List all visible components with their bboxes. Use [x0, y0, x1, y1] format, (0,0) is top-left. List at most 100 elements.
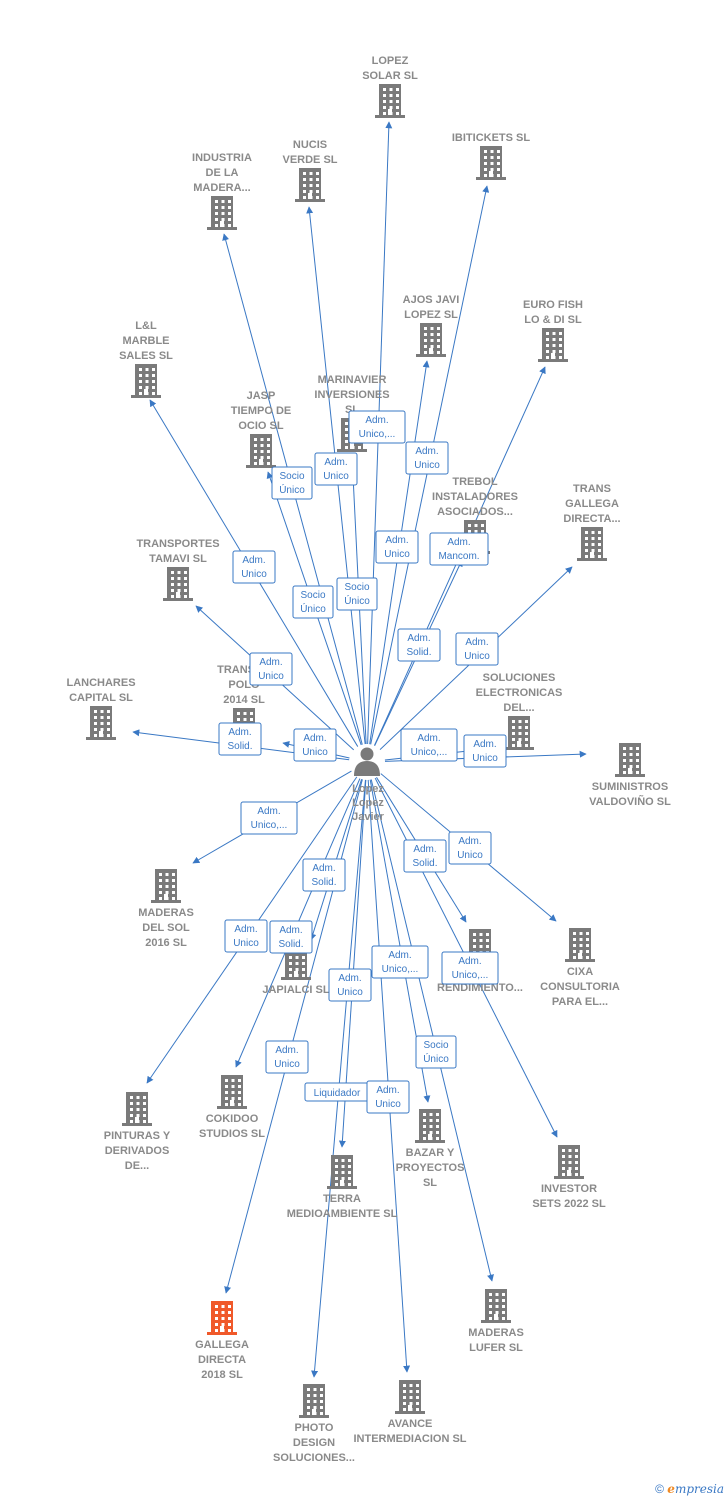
company-label: EURO FISH — [523, 299, 583, 311]
building-icon — [615, 743, 645, 777]
company-label: DIRECTA — [198, 1354, 246, 1366]
person-name: Javier — [352, 811, 385, 823]
company-label: 2016 SL — [145, 937, 187, 949]
role-badge: Adm.Solid. — [403, 839, 447, 873]
role-text: Unico — [258, 671, 284, 682]
role-text: Adm. — [415, 446, 438, 457]
company-label: DESIGN — [293, 1437, 335, 1449]
company-label: DIRECTA... — [563, 513, 620, 525]
company-label: GALLEGA — [565, 498, 619, 510]
role-badge-box — [429, 532, 489, 566]
building-icon — [327, 1155, 357, 1189]
role-badge: Adm.Unico — [293, 728, 337, 762]
role-badge-box — [375, 530, 419, 564]
role-text: Unico — [464, 651, 490, 662]
company-label: SOLAR SL — [362, 70, 418, 82]
company-label: ASOCIADOS... — [437, 506, 513, 518]
company-label: 2018 SL — [201, 1369, 243, 1381]
role-text: Adm. — [242, 555, 265, 566]
company-label: DE... — [125, 1160, 149, 1172]
building-icon — [207, 1301, 237, 1335]
company-label: MARINAVIER — [318, 374, 387, 386]
role-badge-box — [441, 951, 499, 985]
role-badge: Adm.Unico,... — [348, 410, 406, 444]
role-badge-box — [400, 728, 458, 762]
company-label: INDUSTRIA — [192, 152, 252, 164]
building-icon — [538, 328, 568, 362]
role-badge-box — [265, 1040, 309, 1074]
person-name: Lopez — [352, 783, 384, 795]
copyright-symbol: © — [655, 1482, 664, 1496]
role-badge-box — [405, 441, 449, 475]
role-text: Adm. — [473, 739, 496, 750]
role-text: Adm. — [458, 956, 481, 967]
role-badge-box — [292, 585, 334, 619]
brand-logo: empresia — [667, 1482, 724, 1496]
role-badge: Adm.Solid. — [302, 858, 346, 892]
company-japialci[interactable]: JAPIALCI SL — [262, 946, 330, 996]
company-label: IBITICKETS SL — [452, 132, 531, 144]
building-icon — [504, 716, 534, 750]
company-label: DERIVADOS — [105, 1145, 170, 1157]
role-badge-box — [224, 919, 268, 953]
role-badge-box — [293, 728, 337, 762]
company-ibitickets[interactable]: IBITICKETS SL — [452, 132, 531, 180]
role-badge-box — [302, 858, 346, 892]
role-text: Liquidador — [314, 1088, 361, 1099]
company-label: MEDIOAMBIENTE SL — [287, 1208, 398, 1220]
role-text: Único — [300, 602, 326, 615]
company-label: TREBOL — [452, 476, 498, 488]
building-icon — [131, 364, 161, 398]
role-badge: Adm.Unico — [328, 968, 372, 1002]
company-soluciones-elec[interactable]: SOLUCIONESELECTRONICASDEL... — [476, 672, 563, 750]
company-label: L&L — [135, 320, 157, 332]
company-photo-design[interactable]: PHOTODESIGNSOLUCIONES... — [273, 1384, 355, 1464]
building-icon — [163, 567, 193, 601]
company-label: PARA EL... — [552, 996, 608, 1008]
role-text: Adm. — [413, 844, 436, 855]
role-text: Unico — [414, 460, 440, 471]
company-label: DEL SOL — [142, 922, 190, 934]
role-badge-box — [271, 466, 313, 500]
company-label: TIEMPO DE — [231, 405, 292, 417]
company-trans-gallega[interactable]: TRANSGALLEGADIRECTA... — [563, 483, 621, 561]
building-icon — [577, 527, 607, 561]
company-label: SUMINISTROS — [592, 781, 668, 793]
company-label: AVANCE — [388, 1418, 433, 1430]
role-badge-box — [218, 722, 262, 756]
company-label: CIXA — [567, 966, 593, 978]
building-icon — [122, 1092, 152, 1126]
role-labels: Adm.Unico,...Adm.UnicoAdm.UnicoSocioÚnic… — [218, 410, 507, 1114]
building-icon — [375, 84, 405, 118]
company-pinturas[interactable]: PINTURAS YDERIVADOSDE... — [104, 1092, 171, 1172]
company-label: SETS 2022 SL — [532, 1198, 606, 1210]
building-icon — [151, 869, 181, 903]
role-text: Adm. — [385, 535, 408, 546]
company-label: LUFER SL — [469, 1342, 523, 1354]
role-badge-box — [328, 968, 372, 1002]
role-text: Adm. — [228, 727, 251, 738]
role-text: Unico — [472, 753, 498, 764]
company-label: SOLUCIONES — [483, 672, 556, 684]
role-text: Único — [344, 594, 370, 607]
